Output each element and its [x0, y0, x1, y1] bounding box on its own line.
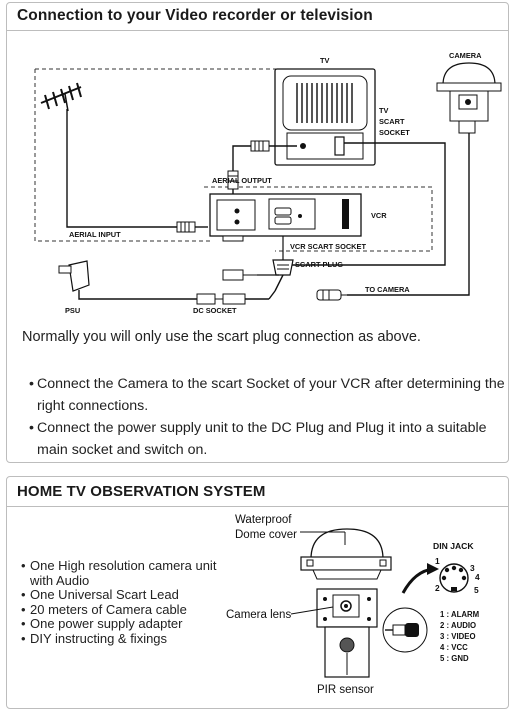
pin-legend-1: 1 : ALARM: [440, 610, 479, 619]
title-divider: [7, 506, 508, 507]
pin-legend-3: 3 : VIDEO: [440, 632, 476, 641]
feature-item: One High resolution camera unit with Aud…: [21, 558, 231, 588]
section-title: Connection to your Video recorder or tel…: [17, 7, 373, 24]
tv-scart-label-1: TV: [379, 106, 389, 115]
antenna-icon: [40, 82, 82, 112]
section-title: HOME TV OBSERVATION SYSTEM: [17, 483, 266, 500]
din-pin-5: 5: [474, 585, 479, 595]
din-pin-4: 4: [475, 572, 480, 582]
pin-legend-4: 4 : VCC: [440, 643, 468, 652]
scart-plug-label: SCART PLUG: [295, 260, 343, 269]
pin-legend-2: 2 : AUDIO: [440, 621, 476, 630]
instruction-list: Connect the Camera to the scart Socket o…: [29, 373, 505, 461]
pin-legend-5: 5 : GND: [440, 654, 469, 663]
feature-item: One power supply adapter: [21, 616, 231, 632]
din-jack-label: DIN JACK: [433, 541, 474, 551]
din-jack-icon: [439, 563, 469, 593]
feature-item: One Universal Scart Lead: [21, 587, 231, 603]
camera-cable-plug-icon: [316, 289, 347, 301]
scart-plug-icon: [222, 236, 294, 292]
aerial-input-label: AERIAL INPUT: [69, 230, 121, 239]
connection-panel: Connection to your Video recorder or tel…: [6, 2, 509, 463]
din-pin-1: 1: [435, 556, 440, 566]
din-pin-3: 3: [470, 563, 475, 573]
dome-label-1: Waterproof: [235, 514, 292, 526]
vcr-scart-socket-label: VCR SCART SOCKET: [290, 242, 366, 251]
camera-body-icon: [316, 588, 378, 678]
camera-label: CAMERA: [449, 51, 482, 60]
tv-icon: [274, 68, 376, 166]
aerial-input-plug-icon: [176, 221, 208, 233]
vcr-label: VCR: [371, 211, 387, 220]
instruction-item: Connect the power supply unit to the DC …: [29, 417, 505, 461]
dome-cover-icon: [300, 528, 392, 580]
observation-system-panel: HOME TV OBSERVATION SYSTEM One High reso…: [6, 476, 509, 709]
din-pin-2: 2: [435, 583, 440, 593]
intro-text: Normally you will only use the scart plu…: [22, 329, 421, 345]
instruction-item: Connect the Camera to the scart Socket o…: [29, 373, 505, 417]
din-plug-zoom-icon: [382, 607, 428, 653]
tv-scart-label-2: SCART: [379, 117, 405, 126]
feature-item: DIY instructing & fixings: [21, 631, 231, 647]
camera-icon: [436, 62, 502, 134]
feature-list: One High resolution camera unit with Aud…: [21, 558, 231, 647]
arrow-icon: [427, 563, 439, 575]
tv-scart-label-3: SOCKET: [379, 128, 410, 137]
feature-item: 20 meters of Camera cable: [21, 602, 231, 618]
psu-label: PSU: [65, 306, 80, 315]
to-camera-label: TO CAMERA: [365, 285, 410, 294]
tv-label: TV: [320, 56, 330, 65]
connection-diagram: TV CAMERA TV SCART SOCKET: [34, 51, 502, 315]
camera-lens-label: Camera lens: [226, 609, 291, 621]
pir-sensor-label: PIR sensor: [317, 684, 374, 696]
dome-label-2: Dome cover: [235, 529, 297, 541]
vcr-icon: [209, 193, 362, 242]
camera-diagram: Waterproof Dome cover Camera lens PIR se…: [226, 514, 480, 696]
aerial-output-label: AERIAL OUTPUT: [212, 176, 272, 185]
title-divider: [7, 30, 508, 31]
dc-socket-label: DC SOCKET: [193, 306, 237, 315]
dc-socket-icon: [196, 290, 276, 305]
psu-icon: [58, 260, 197, 300]
